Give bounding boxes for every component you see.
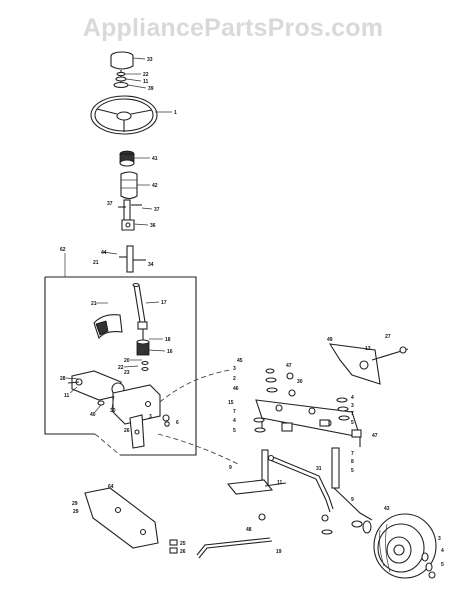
sector-arm [67,370,125,406]
callout: 3 [351,403,354,409]
callout: 15 [228,400,234,406]
callout: 42 [152,183,158,189]
callout: 29 [72,501,78,507]
callout: 11 [277,480,283,486]
callout: 30 [110,408,116,414]
callout: 7 [351,411,354,417]
pinion-gear [136,339,150,372]
callout: 20 [124,358,130,364]
callout: 3 [438,536,441,542]
callout: 4 [233,418,236,424]
inset-box [44,253,197,456]
callout: 2 [233,376,236,382]
callout: 43 [384,506,390,512]
callout: 5 [233,428,236,434]
callout: 4 [441,548,444,554]
front-axle [255,399,361,447]
callout: 4 [351,395,354,401]
steering-bracket [112,384,170,449]
callout: 41 [152,156,158,162]
spindle-left [226,449,287,521]
callout: 3 [149,414,152,420]
callout: 31 [316,466,322,472]
front-wheel [373,513,437,579]
callout: 21 [93,260,99,266]
callout: 47 [286,363,292,369]
washer-stack-right [308,397,362,438]
callout: 5 [351,420,354,426]
callout: 23 [124,370,130,376]
sector-gear [93,314,123,340]
steering-adapter [119,150,135,167]
callout: 26 [124,428,130,434]
watermark: AppliancePartsPros.com [82,14,384,42]
callout: 30 [297,379,303,385]
callout: 6 [176,420,179,426]
callout: 44 [101,250,107,256]
callout: 45 [237,358,243,364]
callout: 22 [143,72,149,78]
callout: 21 [91,301,97,307]
steering-wheel [90,95,158,135]
callout: 39 [148,86,154,92]
callout: 3 [233,366,236,372]
callout: 5 [441,562,444,568]
callout: 40 [90,412,96,418]
callout: 25 [180,541,186,547]
callout: 49 [327,337,333,343]
frame-bracket-left [84,487,178,554]
callout: 29 [73,509,79,515]
axle-bracket-right [328,343,409,385]
callout: 46 [233,386,239,392]
callout: 1 [174,110,177,116]
callout: 37 [154,207,160,213]
callout: 48 [246,527,252,533]
callout: 47 [372,433,378,439]
washer-stack-left [253,368,296,433]
steering-cap [110,51,134,89]
callout: 7 [351,451,354,457]
tie-rod [267,454,334,513]
steering-shaft [132,282,148,340]
callout: 34 [148,262,154,268]
callout: 26 [180,549,186,555]
callout: 8 [351,459,354,465]
callout: 19 [276,549,282,555]
callout: 28 [60,376,66,382]
column-upper [118,199,142,231]
hub-hardware [421,552,436,579]
drag-link-dashed [94,369,241,466]
spindle-right [321,447,373,535]
callout: 37 [107,201,113,207]
callout: 11 [143,79,149,85]
callout: 64 [108,484,114,490]
callout: 36 [150,223,156,229]
callout: 7 [233,409,236,415]
callout-labels: 33 22 11 39 1 41 42 37 37 36 62 44 21 34… [60,57,444,568]
column-lower [119,245,146,273]
callout: 16 [167,349,173,355]
callout: 33 [147,57,153,63]
callout: 5 [351,468,354,474]
steering-bellows [120,171,138,200]
callout: 17 [161,300,167,306]
callout: 9 [351,497,354,503]
callout: 11 [64,393,70,399]
callout: 18 [165,337,171,343]
callout: 22 [118,365,124,371]
callout: 27 [385,334,391,340]
drag-link [196,537,273,559]
callout: 62 [60,247,66,253]
callout: 9 [229,465,232,471]
callout: 13 [365,346,371,352]
